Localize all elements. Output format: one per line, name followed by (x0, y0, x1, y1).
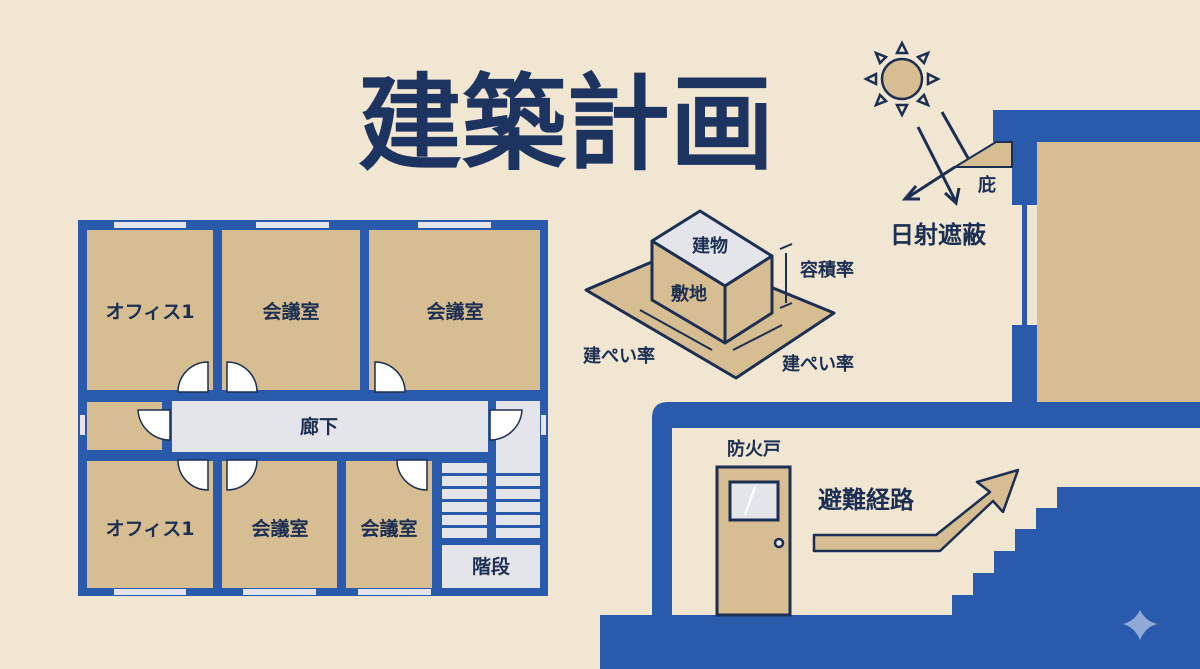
room-meeting-top-2 (369, 230, 540, 390)
corridor (172, 401, 416, 452)
room-label: 会議室 (262, 300, 319, 323)
stairs-and-floor (600, 487, 1200, 669)
coverage-ratio-label: 建ぺい率 (782, 353, 854, 375)
building-interior (1037, 142, 1200, 410)
stairs-label: 階段 (472, 555, 511, 578)
door-swings (137, 361, 523, 491)
floor-plan: オフィス1 会議室 会議室 オフィス1 会議室 会議室 廊下 階段 (78, 220, 548, 596)
door-swing-icon (396, 459, 428, 491)
door-swing-icon (374, 361, 406, 393)
room-meeting-top-1 (222, 230, 360, 390)
room-label: 会議室 (360, 517, 417, 540)
evacuation-route-label: 避難経路 (818, 486, 915, 514)
door-swing-icon (137, 409, 171, 441)
evacuation-arrow-icon (812, 468, 1020, 553)
corridor-extension (412, 401, 488, 452)
door-swing-icon (489, 409, 523, 441)
door-swing-icon (177, 361, 209, 393)
page-title: 建築計画 (358, 63, 774, 185)
sun-rays-arrows (901, 111, 970, 206)
fire-door-label: 防火戸 (727, 438, 781, 460)
floor-area-ratio-label: 容積率 (800, 259, 854, 281)
door-swing-icon (226, 459, 258, 491)
building-label: 建物 (692, 235, 728, 257)
wall-lower (1012, 325, 1037, 405)
corridor-label: 廊下 (300, 415, 338, 438)
windows (80, 222, 546, 595)
building-side (723, 254, 774, 345)
eave (951, 141, 1013, 168)
coverage-ratio-label: 建ぺい率 (583, 345, 655, 367)
roof (993, 110, 1200, 205)
sun-icon (863, 40, 941, 118)
dimension-arrows (639, 243, 793, 351)
site-label: 敷地 (671, 283, 707, 305)
eave-label: 庇 (978, 174, 996, 196)
room-label: オフィス1 (106, 518, 195, 540)
room-label: 会議室 (251, 517, 308, 540)
site-diagram (584, 209, 836, 380)
fire-door (715, 465, 792, 617)
door-swing-icon (226, 361, 258, 393)
room-office-1-top (87, 230, 213, 390)
wall-line (1022, 205, 1027, 325)
door-swing-icon (177, 459, 209, 491)
section-walls (652, 402, 1200, 618)
solar-shading-label: 日射遮蔽 (890, 221, 987, 249)
stair-treads (442, 463, 540, 538)
stairs-label-box (442, 545, 540, 588)
sparkle-icon (1122, 610, 1158, 640)
room-label: 会議室 (426, 300, 483, 323)
room-label: オフィス1 (106, 301, 195, 323)
